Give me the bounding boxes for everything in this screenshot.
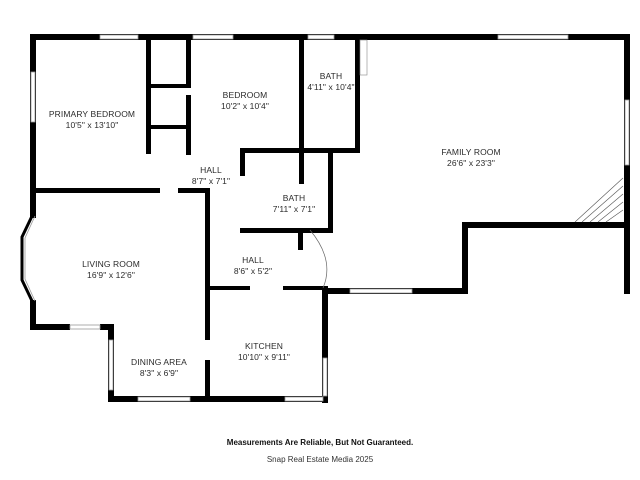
room-name: BEDROOM bbox=[222, 90, 268, 100]
room-dimensions: 10'5" x 13'10" bbox=[65, 120, 119, 130]
room-name: HALL bbox=[242, 255, 264, 265]
room-label-hall-upper: HALL 8'7" x 7'1" bbox=[192, 165, 230, 187]
credit-text: Snap Real Estate Media 2025 bbox=[266, 455, 374, 464]
room-label-bedroom: BEDROOM 10'2" x 10'4" bbox=[221, 90, 269, 112]
room-name: BATH bbox=[319, 71, 343, 81]
room-name: BATH bbox=[282, 193, 306, 203]
room-label-bath-lower: BATH 7'11" x 7'1" bbox=[273, 193, 315, 215]
room-name: PRIMARY BEDROOM bbox=[48, 109, 136, 119]
room-dimensions: 8'6" x 5'2" bbox=[233, 266, 273, 276]
room-name: HALL bbox=[200, 165, 222, 175]
room-dimensions: 8'7" x 7'1" bbox=[191, 176, 231, 186]
room-dimensions: 26'6" x 23'3" bbox=[447, 158, 495, 168]
room-dimensions: 16'9" x 12'6" bbox=[87, 270, 135, 280]
disclaimer-text: Measurements Are Reliable, But Not Guara… bbox=[226, 438, 414, 447]
room-label-hall-lower: HALL 8'6" x 5'2" bbox=[234, 255, 272, 277]
room-dimensions: 10'10" x 9'11" bbox=[237, 352, 291, 362]
room-label-family-room: FAMILY ROOM 26'6" x 23'3" bbox=[441, 147, 500, 169]
room-label-living-room: LIVING ROOM 16'9" x 12'6" bbox=[82, 259, 140, 281]
room-name: FAMILY ROOM bbox=[441, 147, 501, 157]
room-name: DINING AREA bbox=[131, 357, 187, 367]
room-dimensions: 4'11" x 10'4" bbox=[307, 82, 355, 92]
room-dimensions: 7'11" x 7'1" bbox=[272, 204, 316, 214]
room-label-primary-bedroom: PRIMARY BEDROOM 10'5" x 13'10" bbox=[49, 109, 135, 131]
room-label-bath-upper: BATH 4'11" x 10'4" bbox=[307, 71, 354, 93]
room-dimensions: 8'3" x 6'9" bbox=[139, 368, 179, 378]
room-name: LIVING ROOM bbox=[82, 259, 140, 269]
room-label-dining-area: DINING AREA 8'3" x 6'9" bbox=[131, 357, 187, 379]
room-name: KITCHEN bbox=[244, 341, 283, 351]
room-label-kitchen: KITCHEN 10'10" x 9'11" bbox=[238, 341, 290, 363]
room-dimensions: 10'2" x 10'4" bbox=[221, 101, 269, 111]
